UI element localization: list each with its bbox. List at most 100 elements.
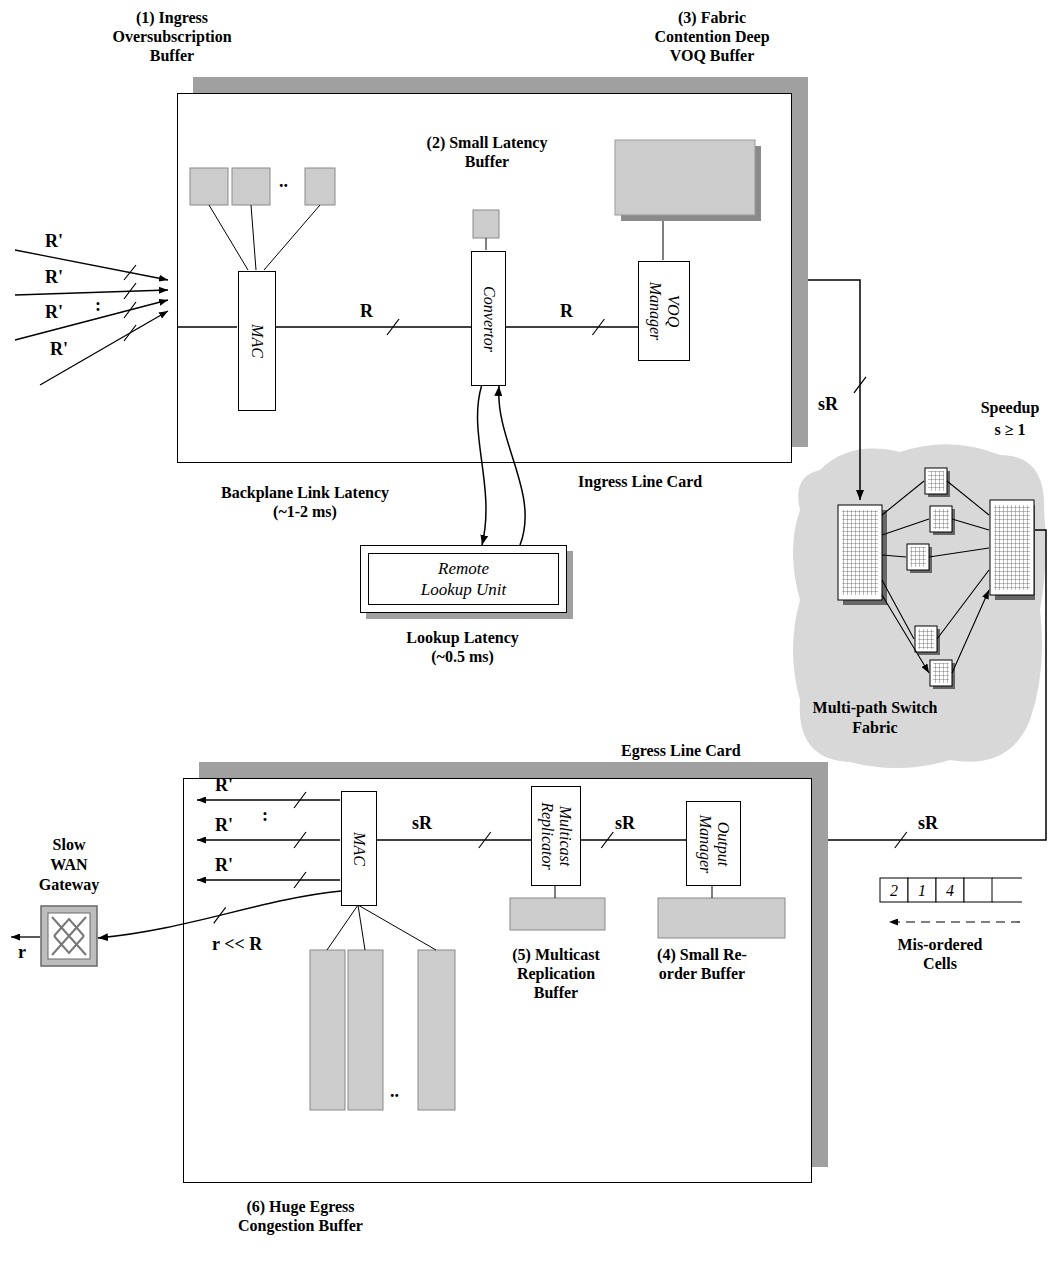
box-label: Remote Lookup Unit [414, 558, 514, 601]
gateway-symbol [52, 917, 86, 955]
buffer-block [348, 950, 383, 1110]
buffer-block [232, 168, 270, 205]
process-box: Convertor [471, 251, 506, 386]
callout-label: (1) Ingress Oversubscription Buffer [107, 8, 237, 66]
buffer-block [473, 210, 499, 238]
cell-number: 2 [880, 881, 908, 900]
bus-tick [214, 907, 226, 923]
bus-tick [124, 265, 136, 341]
cell-direction-arrow [889, 921, 1020, 922]
process-box: VOQ Manager [638, 261, 690, 361]
crossbar-grid [918, 629, 934, 649]
gateway-symbol [48, 913, 90, 959]
connector [506, 326, 638, 328]
rate-label: R' [215, 816, 233, 834]
connector [499, 386, 525, 545]
rate-label: R' [215, 776, 233, 794]
crossbar-grid [910, 547, 926, 567]
connector [276, 326, 471, 328]
internal-wire [177, 326, 237, 327]
rate-label: R' [45, 303, 63, 321]
rate-label: R' [50, 340, 68, 358]
fabric-label: Multi-path Switch Fabric [805, 698, 945, 738]
crossbar-shadow [995, 505, 1035, 600]
process-box: Multicast Replicator [531, 786, 581, 886]
buffer-block [615, 140, 755, 215]
switch-fabric: Multi-path Switch Fabric [830, 500, 1035, 750]
bus-tick [387, 319, 399, 335]
output-link [197, 839, 340, 840]
output-link [197, 799, 340, 800]
edge-label: sR [615, 814, 635, 832]
callout-label: (4) Small Re-order Buffer [652, 945, 752, 983]
process-box: MAC [341, 791, 377, 906]
buffer-block [658, 898, 785, 938]
buffer-wire [327, 905, 436, 950]
latency-note: Lookup Latency (~0.5 ms) [400, 628, 525, 666]
rate-label: r [18, 943, 26, 961]
buffer-wire [663, 221, 664, 260]
rate-label: R' [45, 268, 63, 286]
bus-tick [601, 832, 613, 848]
rate-label: R' [45, 232, 63, 250]
input-link [15, 300, 168, 340]
edge-label: sR [918, 814, 938, 832]
bus-tick [895, 832, 907, 848]
bus-tick [479, 832, 491, 848]
cell-caption: Mis-ordered Cells [885, 935, 995, 973]
crossbar-switch [930, 660, 952, 686]
box-label: Output Manager [695, 811, 732, 877]
cell-number: 1 [908, 881, 936, 900]
buffer-block [190, 168, 228, 205]
bus-tick [592, 319, 604, 335]
crossbar-switch [930, 506, 952, 532]
crossbar-grid [842, 510, 878, 595]
connector [478, 386, 486, 545]
callout-label: (3) Fabric Contention Deep VOQ Buffer [644, 8, 780, 66]
ellipsis-mark: .. [279, 172, 288, 190]
bus-tick [854, 377, 866, 393]
connector [812, 530, 1046, 840]
crossbar-switch [990, 500, 1034, 595]
edge-label: sR [412, 814, 432, 832]
cell-slot [992, 878, 1022, 902]
buffer-wire [712, 885, 713, 898]
input-link [40, 311, 168, 385]
latency-note: Backplane Link Latency (~1-2 ms) [215, 483, 395, 521]
rate-label: R' [215, 856, 233, 874]
process-box: MAC [238, 271, 276, 411]
small-crossbars [907, 468, 955, 689]
ellipsis-mark: : [95, 296, 101, 314]
edge-label: sR [818, 395, 838, 413]
connector [581, 839, 686, 841]
speedup-label: Speedup [970, 398, 1050, 417]
edge-label: r << R [212, 935, 262, 953]
crossbar-switch [907, 544, 929, 570]
box-label: MAC [350, 832, 368, 866]
box-label: MAC [248, 324, 266, 358]
process-box: Output Manager [686, 801, 741, 886]
bus-tick [294, 792, 306, 888]
fabric-path [882, 481, 929, 673]
input-link [15, 290, 168, 295]
crossbar-switch [838, 505, 882, 600]
connector [792, 280, 860, 500]
card-title: Egress Line Card [621, 741, 741, 760]
lookup-unit: Remote Lookup Unit [360, 545, 567, 613]
connector [377, 839, 531, 841]
buffer-wire [486, 238, 487, 250]
box-label: Multicast Replicator [538, 796, 575, 876]
speedup-label: s ≥ 1 [970, 420, 1050, 439]
box-label: VOQ Manager [646, 276, 683, 346]
crossbar-grid [933, 509, 949, 529]
fabric-path [929, 481, 989, 673]
callout-label: (5) Multicast Replication Buffer [506, 945, 606, 1003]
ellipsis-mark: .. [390, 1082, 399, 1100]
box-label: Convertor [479, 286, 497, 352]
cell-slot [964, 878, 992, 902]
